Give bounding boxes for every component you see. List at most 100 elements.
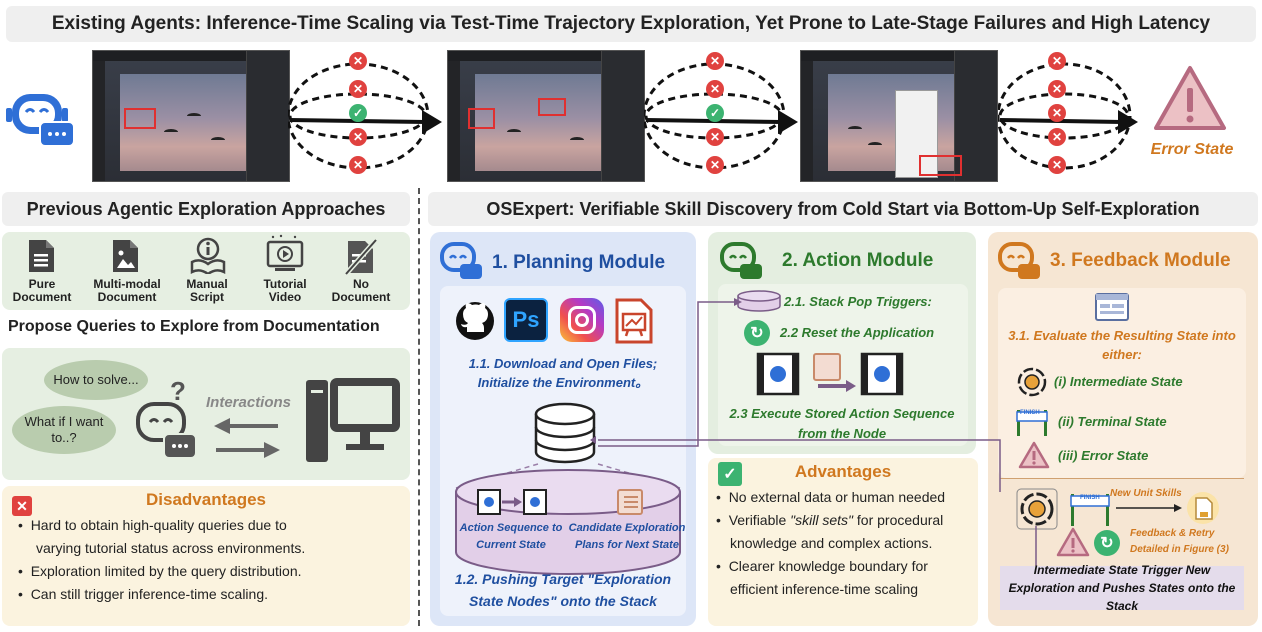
connector-line: [1035, 526, 1037, 566]
new-skills-label: New Unit Skills: [1110, 488, 1182, 499]
left-heading: Previous Agentic Exploration Approaches: [2, 192, 410, 226]
fail-icon: ✕: [349, 80, 367, 98]
doc-label-multimodal: Multi-modal Document: [93, 277, 161, 304]
fail-icon: ✕: [1048, 52, 1066, 70]
planning-title: 1. Planning Module: [492, 252, 666, 273]
app-screenshot-2: [447, 50, 645, 182]
state-intermediate: (i) Intermediate State: [1054, 374, 1183, 389]
state-terminal: (ii) Terminal State: [1058, 414, 1167, 429]
error-state-label: Error State: [1150, 141, 1234, 158]
document-icon: [29, 240, 54, 272]
interactions-label: Interactions: [206, 394, 292, 411]
database-icon: [534, 402, 596, 464]
computer-icon: [306, 378, 400, 462]
image-document-icon: [113, 240, 138, 272]
presentation-icon: [615, 298, 653, 344]
fail-icon: ✕: [349, 156, 367, 174]
fail-icon: ✕: [1048, 128, 1066, 146]
planning-step-2: 1.2. Pushing Target "Exploration State N…: [454, 571, 672, 609]
feedback-divider: [1000, 478, 1244, 479]
success-icon: ✓: [349, 104, 367, 122]
reset-icon: ↻: [744, 320, 770, 346]
feedback-retry-label: Feedback & Retry Detailed in Figure (3): [1130, 528, 1229, 555]
cross-icon: ✕: [12, 496, 32, 516]
trigger-note: Intermediate State Trigger New Explorati…: [1000, 563, 1244, 613]
fail-icon: ✕: [349, 52, 367, 70]
app-screenshot-3: [800, 50, 998, 182]
state-error: (iii) Error State: [1058, 448, 1149, 463]
right-heading: OSExpert: Verifiable Skill Discovery fro…: [428, 192, 1258, 226]
doc-label-video: Tutorial Video: [263, 277, 307, 304]
app-screenshot-1: [92, 50, 290, 182]
fail-icon: ✕: [706, 52, 724, 70]
action-sequence-label: Action Sequence to Current State: [459, 522, 563, 551]
disadvantages-panel: [2, 486, 410, 626]
browser-window-icon: [1095, 293, 1129, 321]
finish-flag-icon: [1016, 410, 1048, 436]
query-bubble-1: How to solve...: [44, 360, 148, 400]
doc-label-pure: Pure Document: [12, 277, 72, 304]
warning-triangle-icon: [1018, 441, 1050, 469]
photoshop-icon: Ps: [504, 298, 548, 342]
fail-icon: ✕: [349, 128, 367, 146]
robot-icon: [998, 242, 1040, 279]
finish-label: FINISH: [1080, 495, 1100, 501]
fail-icon: ✕: [706, 128, 724, 146]
reset-icon: ↻: [1094, 530, 1120, 556]
action-title: 2. Action Module: [782, 250, 934, 271]
finish-label: FINISH: [1020, 410, 1040, 416]
list-item: knowledge and complex actions.: [730, 535, 933, 551]
list-item: • Clearer knowledge boundary for: [716, 558, 928, 574]
arrow-icon: [1116, 504, 1182, 512]
skill-file-icon: [1187, 492, 1219, 524]
fail-icon: ✕: [1048, 80, 1066, 98]
intermediate-state-icon: [1016, 488, 1058, 530]
action-step-2-2: 2.2 Reset the Application: [780, 325, 935, 340]
warning-triangle-icon: [1154, 66, 1226, 130]
list-item: efficient inference-time scaling: [730, 581, 919, 597]
list-item: • Verifiable "skill sets" for procedural: [716, 512, 944, 528]
action-step-2-3: 2.3 Execute Stored Action Sequence from …: [729, 406, 955, 441]
query-bubble-2: What if I want to..?: [12, 406, 116, 454]
robot-icon: [136, 402, 197, 459]
advantages-list: • No external data or human needed • Ver…: [716, 486, 976, 601]
no-document-icon: [344, 238, 378, 276]
fail-icon: ✕: [1048, 104, 1066, 122]
checklist-icon: [617, 489, 643, 515]
feedback-step-3-1: 3.1. Evaluate the Resulting State into e…: [1008, 328, 1236, 362]
disadvantages-title: Disadvantages: [146, 490, 266, 509]
stack-pop-icon: [737, 290, 781, 312]
doc-label-none: No Document: [331, 277, 391, 304]
interaction-arrows: [214, 418, 280, 458]
video-icon: [266, 234, 304, 271]
list-item: varying tutorial status across environme…: [36, 540, 306, 556]
manual-book-icon: [190, 237, 226, 274]
list-item: • Can still trigger inference-time scali…: [18, 586, 269, 602]
fail-icon: ✕: [706, 80, 724, 98]
robot-icon: [720, 242, 762, 279]
fail-icon: ✕: [706, 156, 724, 174]
instagram-icon: [560, 298, 604, 342]
list-item: • Hard to obtain high-quality queries du…: [18, 517, 287, 533]
action-sequence-icon: [477, 489, 547, 515]
fail-icon: ✕: [1048, 156, 1066, 174]
propose-heading: Propose Queries to Explore from Document…: [8, 318, 380, 335]
question-mark-icon: ?: [170, 376, 186, 406]
feedback-title: 3. Feedback Module: [1050, 250, 1231, 271]
document-types-panel: [2, 232, 410, 310]
warning-triangle-icon: [1056, 527, 1090, 557]
robot-icon: [440, 242, 482, 279]
robot-icon: [6, 94, 75, 147]
github-icon: [456, 302, 494, 340]
intermediate-state-icon: [1017, 367, 1047, 397]
section-divider: [418, 188, 420, 626]
finish-flag-icon: [1070, 494, 1110, 526]
list-item: • Exploration limited by the query distr…: [18, 563, 302, 579]
execute-sequence-icon: [756, 352, 904, 396]
advantages-title: Advantages: [794, 462, 892, 481]
action-step-2-1: 2.1. Stack Pop Triggers:: [784, 294, 932, 309]
doc-label-manual: Manual Script: [186, 277, 228, 304]
planning-step-1: 1.1. Download and Open Files; Initialize…: [468, 356, 658, 390]
candidate-plans-label: Candidate Exploration Plans for Next Sta…: [568, 522, 686, 551]
list-item: • No external data or human needed: [716, 489, 946, 505]
